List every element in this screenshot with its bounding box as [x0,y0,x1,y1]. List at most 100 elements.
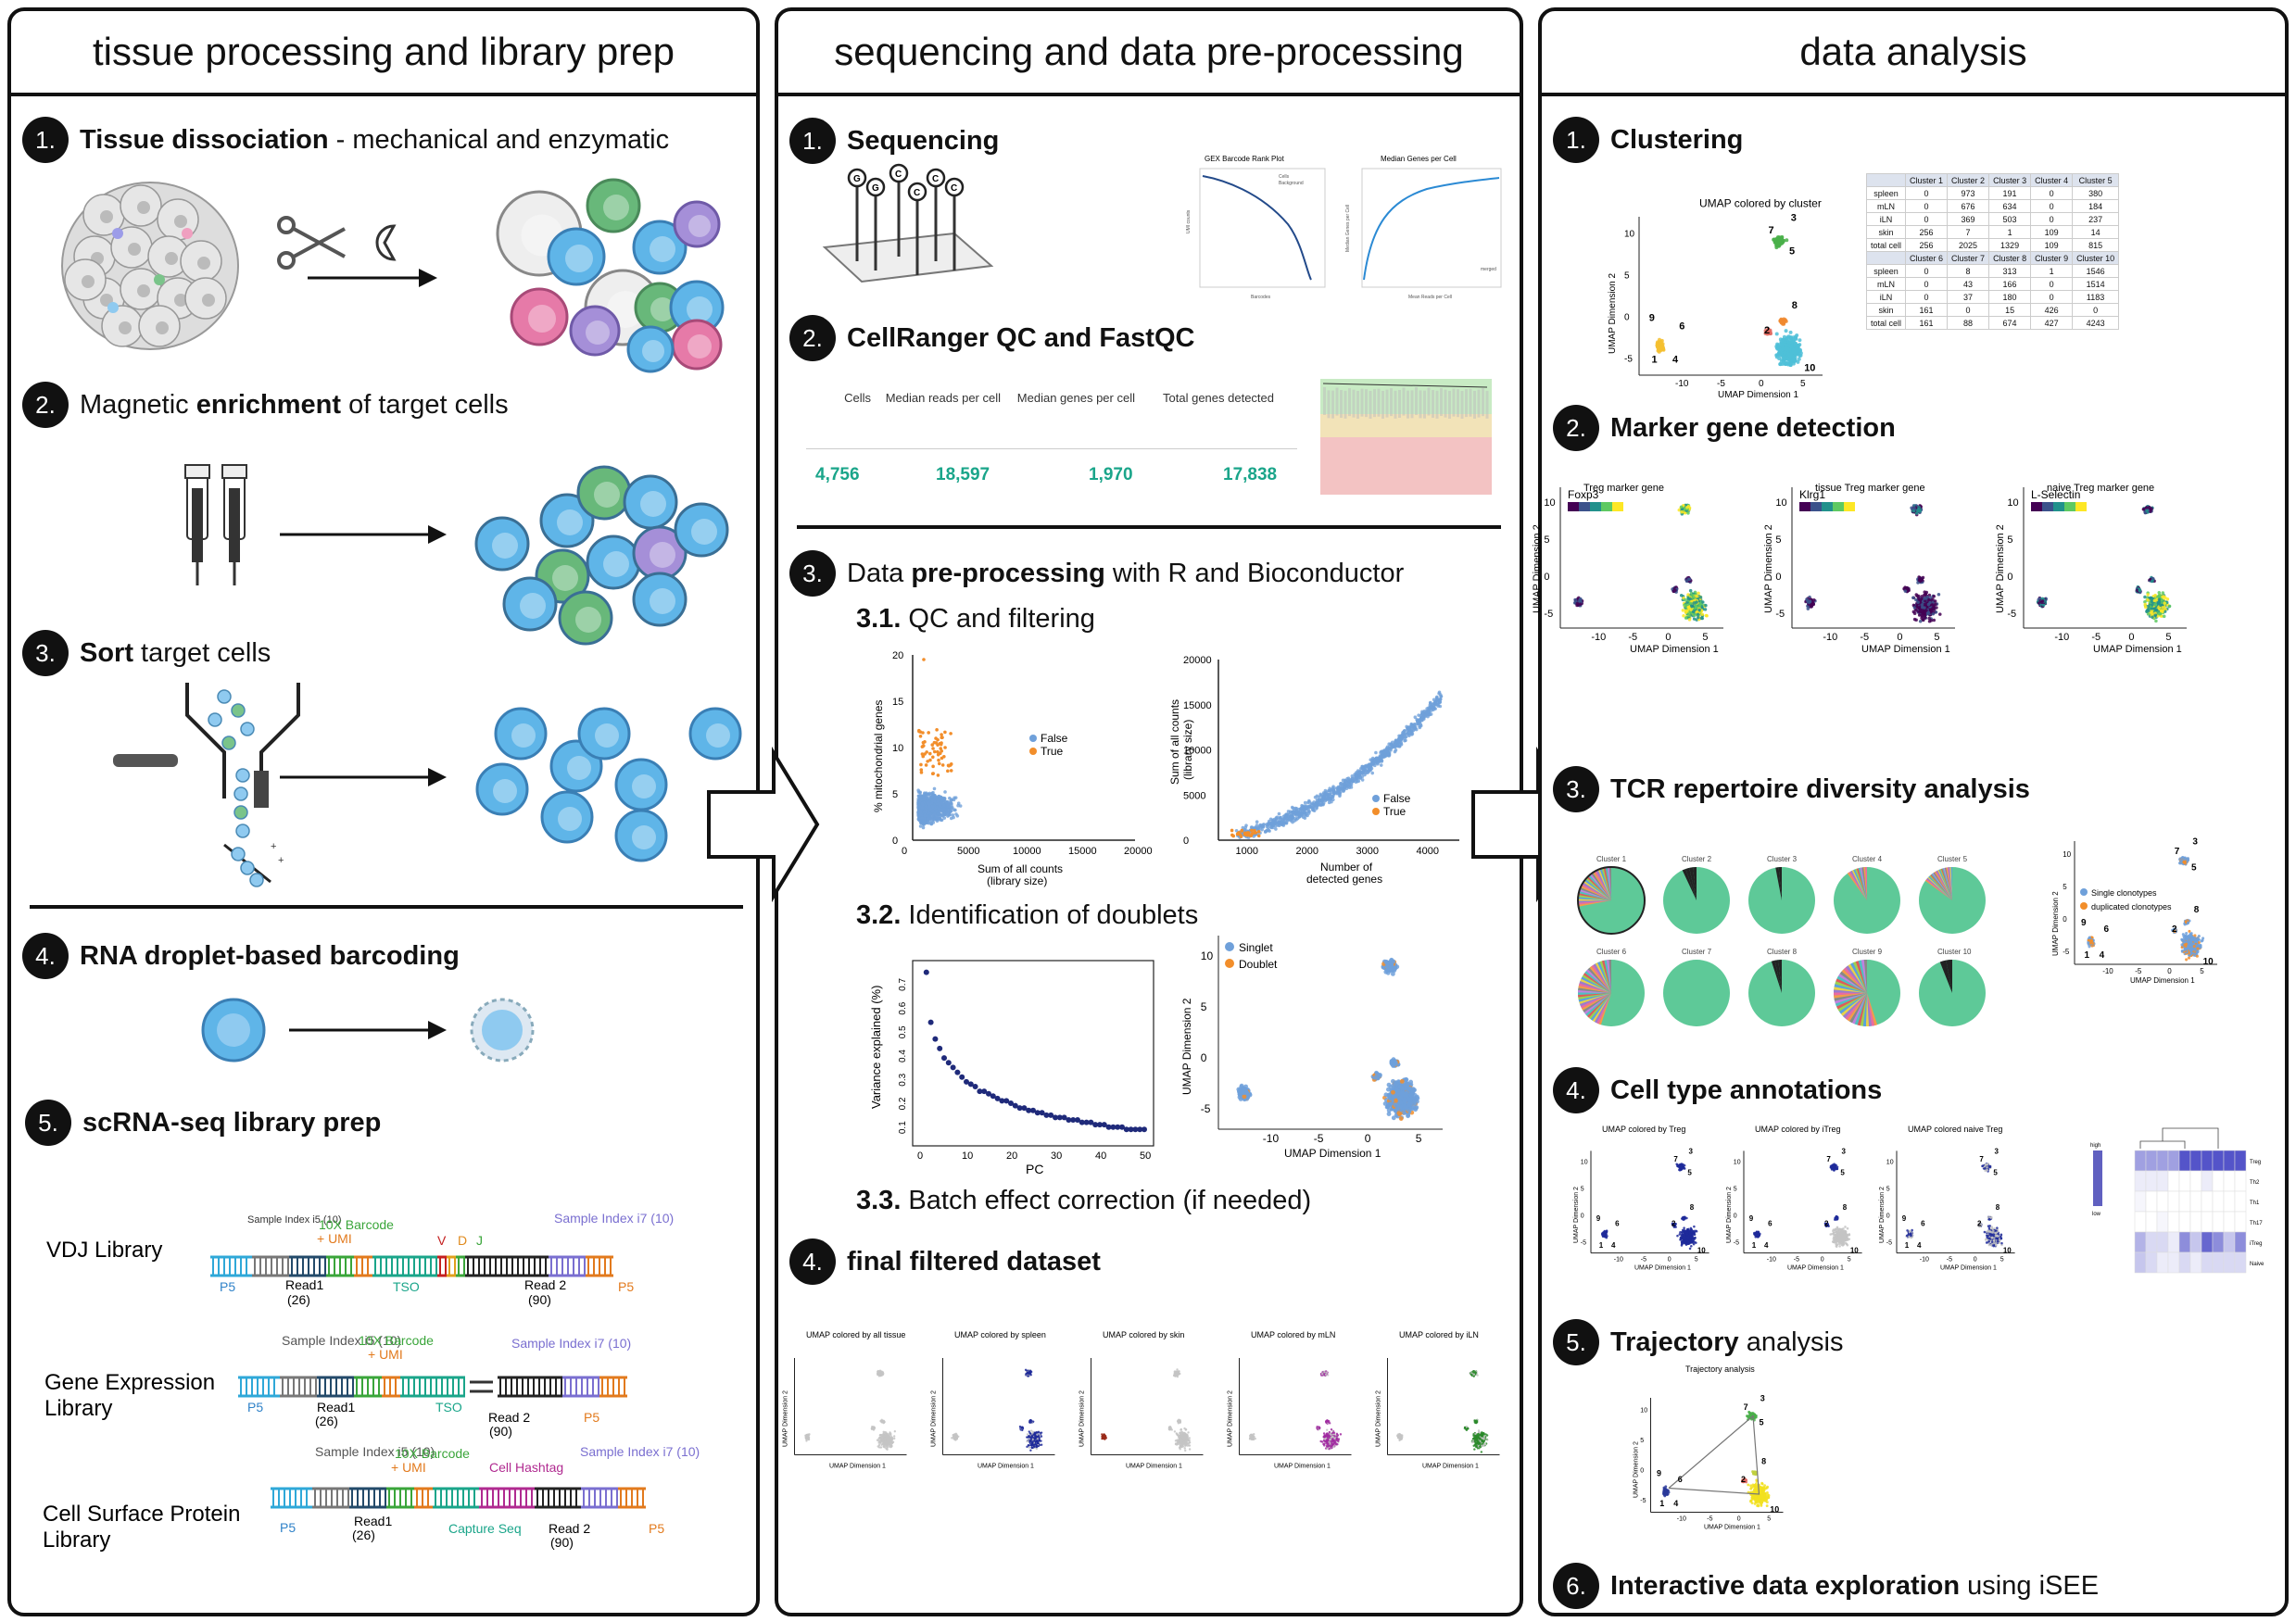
table-cell: 1329 [1988,238,2032,252]
table-cell: 1 [2030,264,2074,278]
x-tick: 10 [962,1150,973,1162]
x-label: UMAP Dimension 1 [1787,1265,1844,1272]
legend-doublet: Doublet [1239,958,1278,971]
cluster-label: 5 [1760,1417,1764,1427]
step-bold: Tissue dissociation [80,124,329,155]
pc-point [1061,1114,1067,1121]
csp-library-label-1: Cell Surface Protein [43,1502,240,1527]
step-bold: Marker gene detection [1610,412,1896,443]
cluster-label: 3 [1791,213,1797,224]
table-cell: Cluster 6 [1905,251,1949,265]
dissociation-illustration [61,178,725,373]
x-tick: 40 [1095,1150,1106,1162]
x-tick: 15000 [1068,846,1097,857]
cluster-label: 4 [1672,355,1679,366]
cluster-label: 9 [1596,1214,1601,1223]
step-bold: TCR repertoire diversity analysis [1610,773,2030,804]
table-cell: 14 [2072,225,2120,239]
cell [632,220,688,275]
table-cell: 369 [1947,212,1990,226]
pc-point [1088,1119,1094,1125]
heatmap-cell [2145,1170,2158,1192]
cluster-label: 10 [1770,1505,1779,1515]
svg-text:C: C [914,188,920,198]
cluster-label: 2 [1764,325,1770,336]
heatmap-cell [2145,1251,2158,1274]
y-tick: 10 [1624,230,1635,240]
barcode-xlabel: Barcodes [1251,295,1271,300]
x-tick: -5 [1947,1257,1952,1264]
cluster-label: 9 [1902,1214,1907,1223]
table-cell: 1514 [2072,277,2120,291]
tcr-pie: Cluster 7 [1663,948,1730,1026]
marker-title: tissue Treg marker gene [1815,483,1925,494]
svg-text:C: C [932,174,939,184]
heatmap-cell [2201,1150,2214,1172]
gex-library-label-2: Library [44,1396,112,1421]
table-cell: 37 [1947,290,1990,304]
pc-point [950,1064,956,1071]
table-cell: 0 [1905,264,1949,278]
table-cell: Cluster 3 [1988,173,2032,187]
cell [540,790,594,844]
step-number: 5. [25,1100,71,1146]
x-tick: 5 [1416,1132,1422,1145]
heatmap-cell [2134,1150,2147,1172]
step-magnetic-enrichment: 2. Magnetic enrichment of target cells [22,382,509,428]
cluster-label: 10 [1804,363,1815,374]
y-label: UMAP Dimension 2 [1532,524,1543,613]
heatmap-cell [2223,1231,2236,1253]
y-tick: 10000 [1183,746,1212,757]
pc-point [1115,1124,1121,1130]
y-tick: 0 [892,836,898,847]
tcr-pie-label: Cluster 1 [1596,855,1627,863]
tcr-pie-label: Cluster 5 [1937,855,1968,863]
y-tick: -5 [1544,609,1553,620]
x-tick: 2000 [1296,846,1318,857]
table-cell: iLN [1865,290,1907,304]
y-label-2: (library size) [1181,720,1194,780]
heatmap-row-label: Naive [2250,1262,2264,1267]
y-tick: 5 [2007,534,2012,546]
qc-value-total: 17,838 [1223,465,1278,484]
tcr-pie-label: Cluster 10 [1937,948,1972,956]
cluster-label: 6 [1615,1220,1620,1228]
table-cell: 88 [1947,316,1990,330]
cluster-label: 6 [1921,1220,1925,1228]
y-label: UMAP Dimension 2 [1376,1390,1382,1447]
cluster-label: 9 [2081,918,2087,928]
cell [510,287,569,346]
cluster-label: 8 [1690,1203,1695,1212]
tcr-pie: Cluster 1 [1577,855,1646,935]
y-tick: -5 [2007,609,2016,620]
median-genes-ylabel: Median Genes per Cell [1345,205,1351,252]
y-tick: 0.5 [898,1025,908,1038]
y-tick: -5 [1624,355,1633,365]
heatmap-cell [2178,1170,2191,1192]
barcode-plot-title: GEX Barcode Rank Plot [1205,155,1285,163]
panel-title-text: data analysis [1799,30,2027,73]
pc-point [981,1088,988,1095]
table-cell: 380 [2072,186,2120,200]
heatmap-cell [2167,1251,2180,1274]
cell [475,762,529,816]
step-bold: scRNA-seq library prep [82,1107,382,1138]
pc-point [1137,1126,1143,1133]
heatmap-cell [2189,1251,2202,1274]
heatmap-cell [2201,1170,2214,1192]
step-text-pre: Data [847,558,912,588]
x-tick: 5 [1934,632,1939,643]
heatmap-row-label: iTreg [2250,1241,2262,1247]
final-umap-title: UMAP colored by spleen [954,1330,1046,1339]
y-label: UMAP Dimension 2 [1180,998,1193,1095]
pc-point [954,1069,961,1075]
y-label: UMAP Dimension 2 [1995,524,2006,613]
cell [632,572,688,627]
tissue-clump [61,182,239,350]
